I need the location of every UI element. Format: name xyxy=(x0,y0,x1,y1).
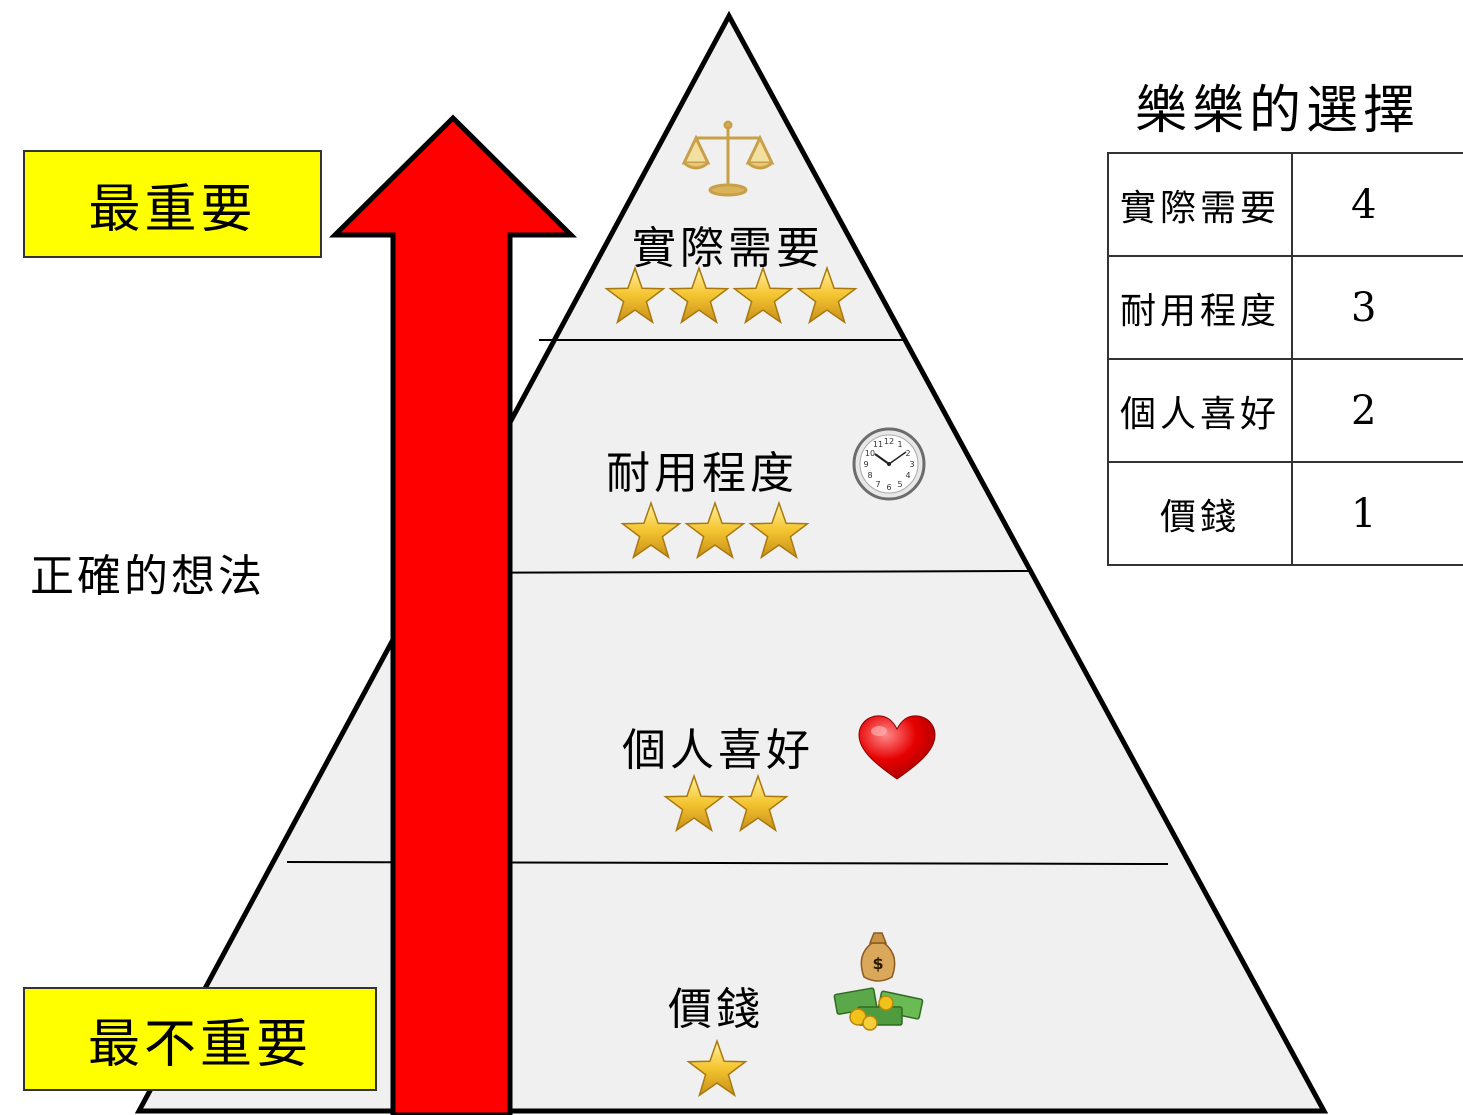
layer-name-price: 價錢 xyxy=(668,984,764,1035)
svg-text:8: 8 xyxy=(867,471,872,480)
clock-icon: 12 1 2 3 4 5 6 7 8 9 10 11 xyxy=(852,427,926,501)
svg-text:11: 11 xyxy=(873,440,883,449)
star-icon xyxy=(796,265,858,325)
svg-text:2: 2 xyxy=(905,449,910,458)
layer-divider xyxy=(409,570,1031,574)
table-row: 耐用程度 3 xyxy=(1106,255,1463,360)
svg-text:10: 10 xyxy=(865,449,875,458)
layer-name-durability: 耐用程度 xyxy=(606,448,798,499)
most-important-label: 最重要 xyxy=(23,150,322,258)
svg-text:5: 5 xyxy=(897,480,902,489)
svg-text:6: 6 xyxy=(886,483,891,492)
criterion-cell: 價錢 xyxy=(1106,461,1294,566)
score-cell: 3 xyxy=(1291,255,1463,360)
least-important-label: 最不重要 xyxy=(23,987,377,1091)
svg-text:9: 9 xyxy=(863,460,868,469)
star-icon xyxy=(668,265,730,325)
criterion-cell: 個人喜好 xyxy=(1106,358,1294,463)
score-cell: 2 xyxy=(1291,358,1463,463)
money-icon: $ xyxy=(833,932,924,1031)
stars-group xyxy=(604,265,858,1098)
star-icon xyxy=(686,1038,748,1098)
correct-thinking-label: 正確的想法 xyxy=(30,551,265,602)
svg-text:12: 12 xyxy=(884,437,894,446)
scale-icon xyxy=(681,120,775,197)
layer-name-practical-need: 實際需要 xyxy=(632,223,824,274)
table-row: 個人喜好 2 xyxy=(1106,358,1463,463)
criterion-cell: 實際需要 xyxy=(1106,152,1294,257)
svg-text:3: 3 xyxy=(909,460,914,469)
heart-icon xyxy=(858,715,936,780)
score-cell: 4 xyxy=(1291,152,1463,257)
star-icon xyxy=(620,500,682,560)
svg-text:$: $ xyxy=(872,954,883,973)
table-row: 實際需要 4 xyxy=(1106,152,1463,257)
star-icon xyxy=(727,773,789,833)
star-icon xyxy=(732,265,794,325)
score-cell: 1 xyxy=(1291,461,1463,566)
star-icon xyxy=(684,500,746,560)
svg-text:4: 4 xyxy=(905,471,910,480)
importance-arrow xyxy=(328,114,578,1115)
star-icon xyxy=(748,500,810,560)
svg-text:7: 7 xyxy=(875,480,880,489)
criterion-cell: 耐用程度 xyxy=(1106,255,1294,360)
star-icon xyxy=(663,773,725,833)
layer-name-personal-preference: 個人喜好 xyxy=(622,725,814,776)
star-icon xyxy=(604,265,666,325)
table-row: 價錢 1 xyxy=(1106,461,1463,566)
choice-table: 實際需要 4 耐用程度 3 個人喜好 2 價錢 1 xyxy=(1106,152,1463,566)
choice-title: 樂樂的選擇 xyxy=(1135,81,1421,141)
svg-text:1: 1 xyxy=(897,440,902,449)
